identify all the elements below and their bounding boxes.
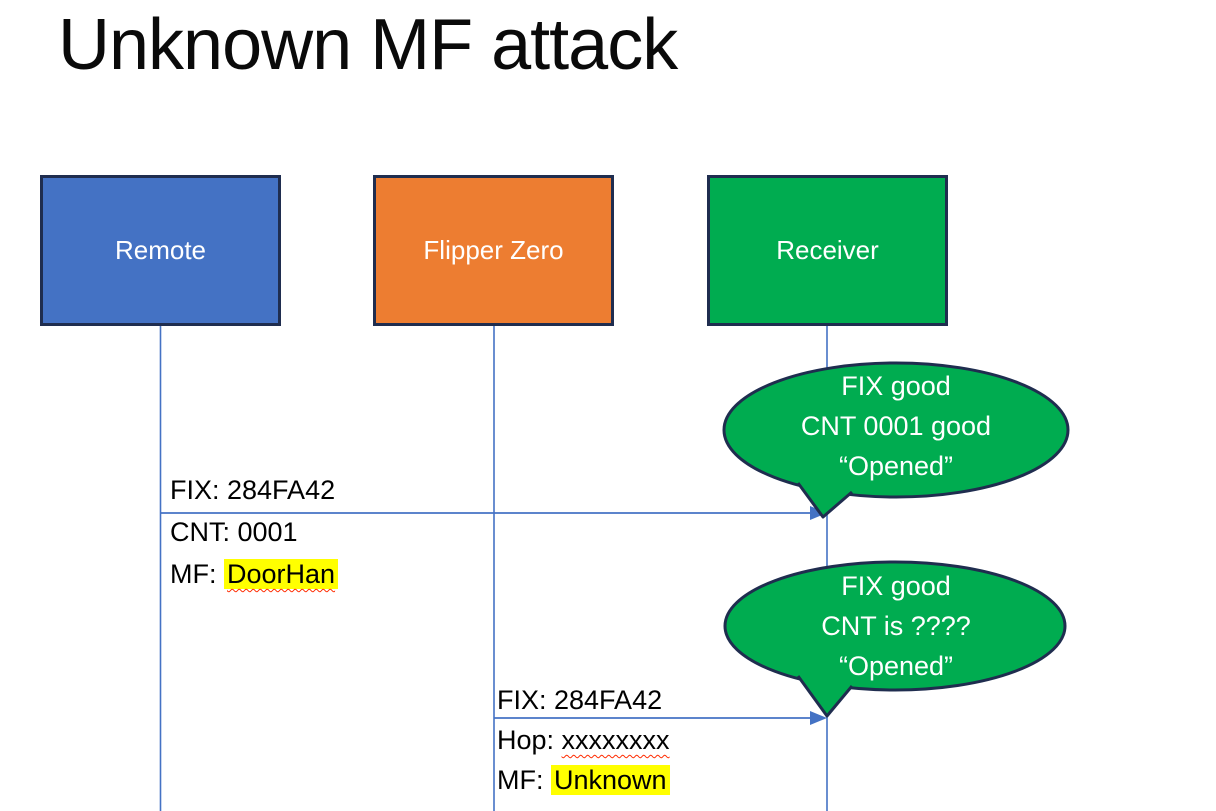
message-2-labels: FIX: 284FA42 Hop: xxxxxxxx MF: Unknown [497,680,670,800]
callout-2-line-1: FIX good [841,571,951,601]
callout-1-line-3: “Opened” [838,451,954,481]
callout-2-line-3: “Opened” [838,651,954,681]
callout-2-text: FIX good CNT is ???? “Opened” [724,566,1068,686]
message-1-mf-prefix: MF: [170,559,224,589]
callout-1-line-1: FIX good [841,371,951,401]
callout-1-line-2: CNT 0001 good [800,411,992,441]
actor-box-flipper-zero: Flipper Zero [373,175,614,326]
message-1-cnt-label: CNT: 0001 [170,517,298,547]
message-2-hop-prefix: Hop: [497,725,562,755]
message-1-mf-label: MF: DoorHan [170,553,339,595]
message-2-mf-label: MF: Unknown [497,760,670,800]
callout-1-tail [796,482,853,519]
message-2-hop-label: Hop: xxxxxxxx [497,720,670,760]
message-1-labels: FIX: 284FA42 CNT: 0001 MF: DoorHan [170,469,339,595]
message-1-fix-label: FIX: 284FA42 [170,475,336,505]
message-2-arrowhead-icon [810,711,827,725]
callout-2-line-2: CNT is ???? [821,611,971,641]
message-1-arrowhead-icon [810,506,827,520]
actor-label-receiver: Receiver [776,235,879,265]
message-2-mf-value-highlighted: Unknown [551,765,670,795]
callout-1-text: FIX good CNT 0001 good “Opened” [724,366,1068,486]
message-2-hop-value-underlined: xxxxxxxx [561,725,670,755]
actor-box-receiver: Receiver [707,175,948,326]
slide-title: Unknown MF attack [58,5,678,85]
actor-label-remote: Remote [114,235,207,265]
actor-box-remote: Remote [40,175,281,326]
message-2-mf-prefix: MF: [497,765,551,795]
actor-label-flipper-zero: Flipper Zero [423,235,564,265]
message-1-mf-value-highlighted: DoorHan [224,559,339,589]
message-2-fix-label: FIX: 284FA42 [497,685,663,715]
